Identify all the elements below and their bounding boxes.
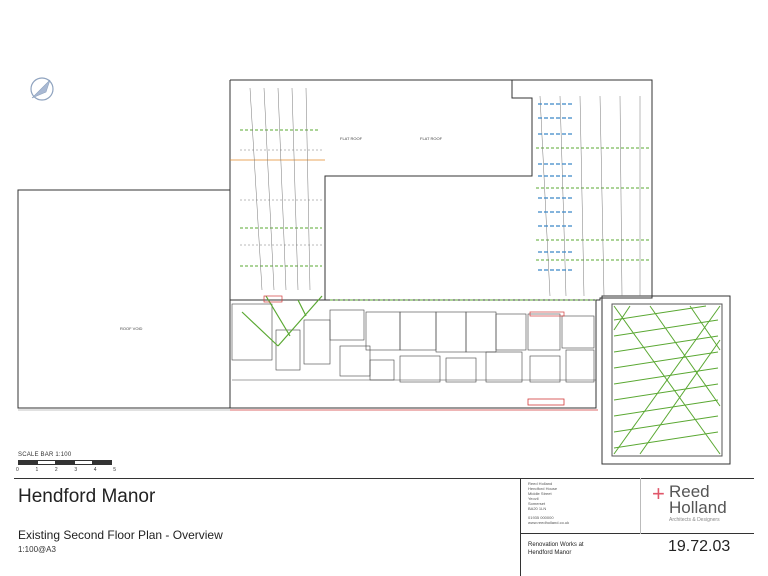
title-block-top-border [14,478,754,479]
building-outline [17,79,731,465]
hip-roof-lines [241,295,323,347]
project-line: Renovation Works at [528,542,584,548]
scale-tick: 5 [113,467,116,473]
address-line: Middle Street [528,491,552,496]
blue-service-lines [538,103,572,271]
drawing-title: Existing Second Floor Plan - Overview [18,528,223,542]
office-address: Reed Holland Hendford House Middle Stree… [528,481,588,525]
title-block-divider [520,478,521,576]
project-title: Hendford Manor [18,486,156,507]
plus-icon: + [652,481,665,506]
logo-name-line1: Reed [669,482,710,501]
logo-divider [640,478,641,534]
scale-tick: 2 [54,467,58,473]
roof-structure-lines [240,129,650,301]
scale-note: 1:100@A3 [18,545,56,554]
drawing-number: 19.72.03 [668,538,731,555]
scale-tick: 1 [35,467,39,473]
label-north-top: FLAT ROOF [340,136,363,141]
address-line: Reed Holland [528,481,553,486]
scale-tick: 3 [74,467,78,473]
logo-tagline: Architects & Designers [669,517,720,523]
address-line: BA20 1LN [528,506,547,511]
contact-line: 01935 000000 [528,515,554,520]
scale-bar-ticks: 0 1 2 3 4 5 [16,467,116,473]
south-range-rooms [231,303,596,383]
tower-hip-roof [613,305,721,455]
north-arrow-icon [30,77,54,101]
site-boundary [18,159,598,411]
label-north-top-2: FLAT ROOF [420,136,443,141]
scale-bar [18,460,112,465]
address-line: Somerset [528,501,546,506]
title-block-mid-border [520,533,754,534]
address-line: Yeovil [528,496,539,501]
roof-joist-hatching [240,87,641,297]
company-logo: + Reed Holland Architects & Designers [652,481,744,524]
logo-name-line2: Holland [669,498,727,517]
project-line: Hendford Manor [528,550,572,556]
label-left-wing: ROOF VOID [120,326,143,331]
address-line: Hendford House [528,486,558,491]
scale-tick: 4 [93,467,97,473]
scale-bar-label: SCALE BAR 1:100 [18,452,72,458]
contact-line: www.reedholland.co.uk [528,520,570,525]
project-reference: Renovation Works at Hendford Manor [528,541,584,557]
scale-tick: 0 [16,467,19,473]
